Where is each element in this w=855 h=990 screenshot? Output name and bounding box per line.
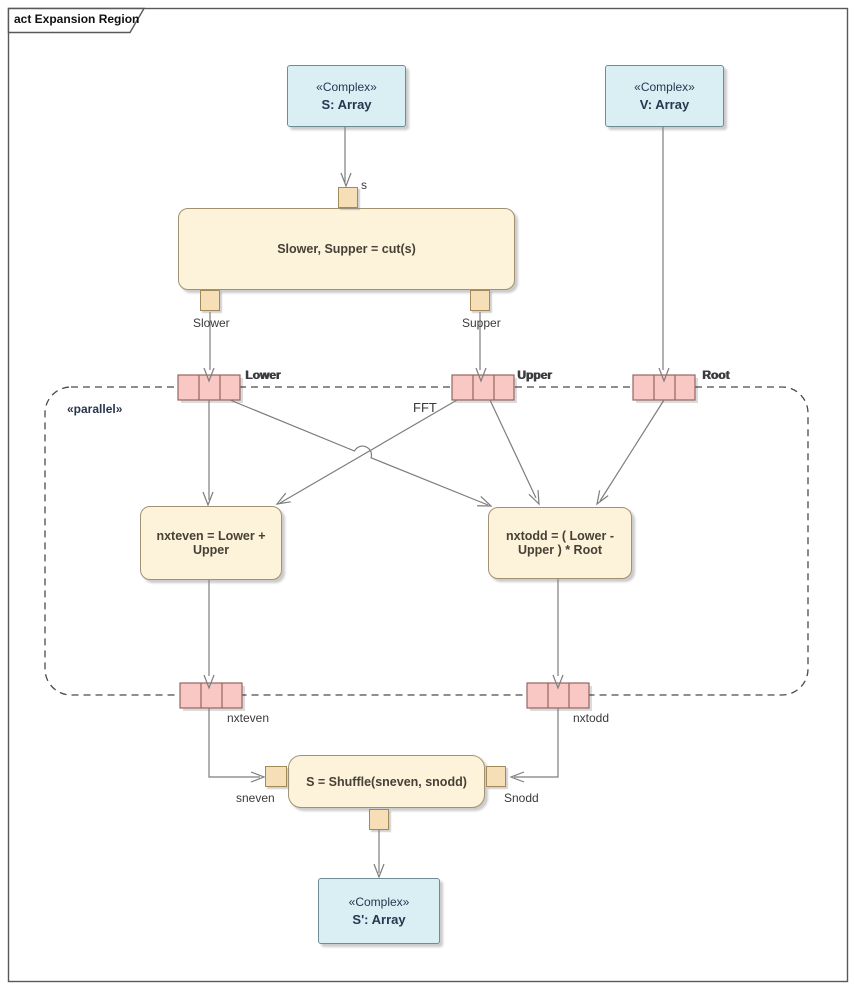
- action-label: nxtodd = ( Lower - Upper ) * Root: [506, 529, 614, 557]
- region-activity-label: FFT: [413, 400, 437, 415]
- output-pin-slower[interactable]: [200, 290, 220, 311]
- action-shuffle[interactable]: S = Shuffle(sneven, snodd): [288, 755, 485, 808]
- expansion-node-root[interactable]: [632, 374, 696, 401]
- arrowheads: [202, 172, 670, 879]
- pin-label-snodd: Snodd: [504, 791, 539, 805]
- parallel-expansion-region[interactable]: [44, 386, 809, 696]
- object-stereotype: «Complex»: [634, 80, 695, 94]
- pin-label-slower: Slower: [193, 316, 230, 330]
- frame-title: act Expansion Region: [14, 12, 140, 26]
- input-pin-snodd[interactable]: [486, 766, 506, 787]
- pin-label-sneven: sneven: [236, 791, 275, 805]
- action-label: S = Shuffle(sneven, snodd): [306, 774, 467, 789]
- expansion-node-upper[interactable]: [451, 374, 515, 401]
- diagram-frame: [7, 7, 849, 983]
- frame-tab: [7, 7, 146, 34]
- node-label-nxtodd: nxtodd: [573, 711, 610, 725]
- input-pin-sneven[interactable]: [265, 766, 287, 787]
- object-flows: [208, 126, 665, 873]
- pin-label-s: s: [361, 178, 367, 192]
- node-label-lower: Lower: [245, 368, 281, 382]
- pin-label-supper: Supper: [462, 316, 501, 330]
- expansion-node-lower[interactable]: [177, 374, 241, 401]
- object-stereotype: «Complex»: [316, 80, 377, 94]
- object-stereotype: «Complex»: [348, 895, 410, 909]
- output-pin-supper[interactable]: [470, 290, 490, 311]
- expansion-node-nxtodd[interactable]: [526, 682, 590, 709]
- input-pin-s[interactable]: [338, 187, 358, 208]
- region-stereotype-label: «parallel»: [67, 402, 123, 416]
- action-label: Slower, Supper = cut(s): [277, 242, 416, 256]
- object-node-s-prime-array[interactable]: «Complex» S': Array: [318, 878, 440, 944]
- action-cut[interactable]: Slower, Supper = cut(s): [178, 208, 515, 290]
- action-label: nxteven = Lower + Upper: [156, 529, 266, 557]
- object-name: S: Array: [321, 97, 372, 112]
- output-pin-shuffle-result[interactable]: [369, 809, 389, 830]
- action-nxtodd[interactable]: nxtodd = ( Lower - Upper ) * Root: [488, 507, 632, 579]
- node-label-root: Root: [702, 368, 730, 382]
- object-name: S': Array: [352, 912, 406, 927]
- object-node-v-array[interactable]: «Complex» V: Array: [605, 65, 724, 127]
- node-label-nxteven: nxteven: [227, 711, 270, 725]
- object-node-s-array[interactable]: «Complex» S: Array: [287, 65, 406, 127]
- node-label-upper: Upper: [517, 368, 552, 382]
- object-name: V: Array: [639, 97, 690, 112]
- action-nxteven[interactable]: nxteven = Lower + Upper: [140, 506, 282, 580]
- expansion-node-nxteven[interactable]: [179, 682, 243, 709]
